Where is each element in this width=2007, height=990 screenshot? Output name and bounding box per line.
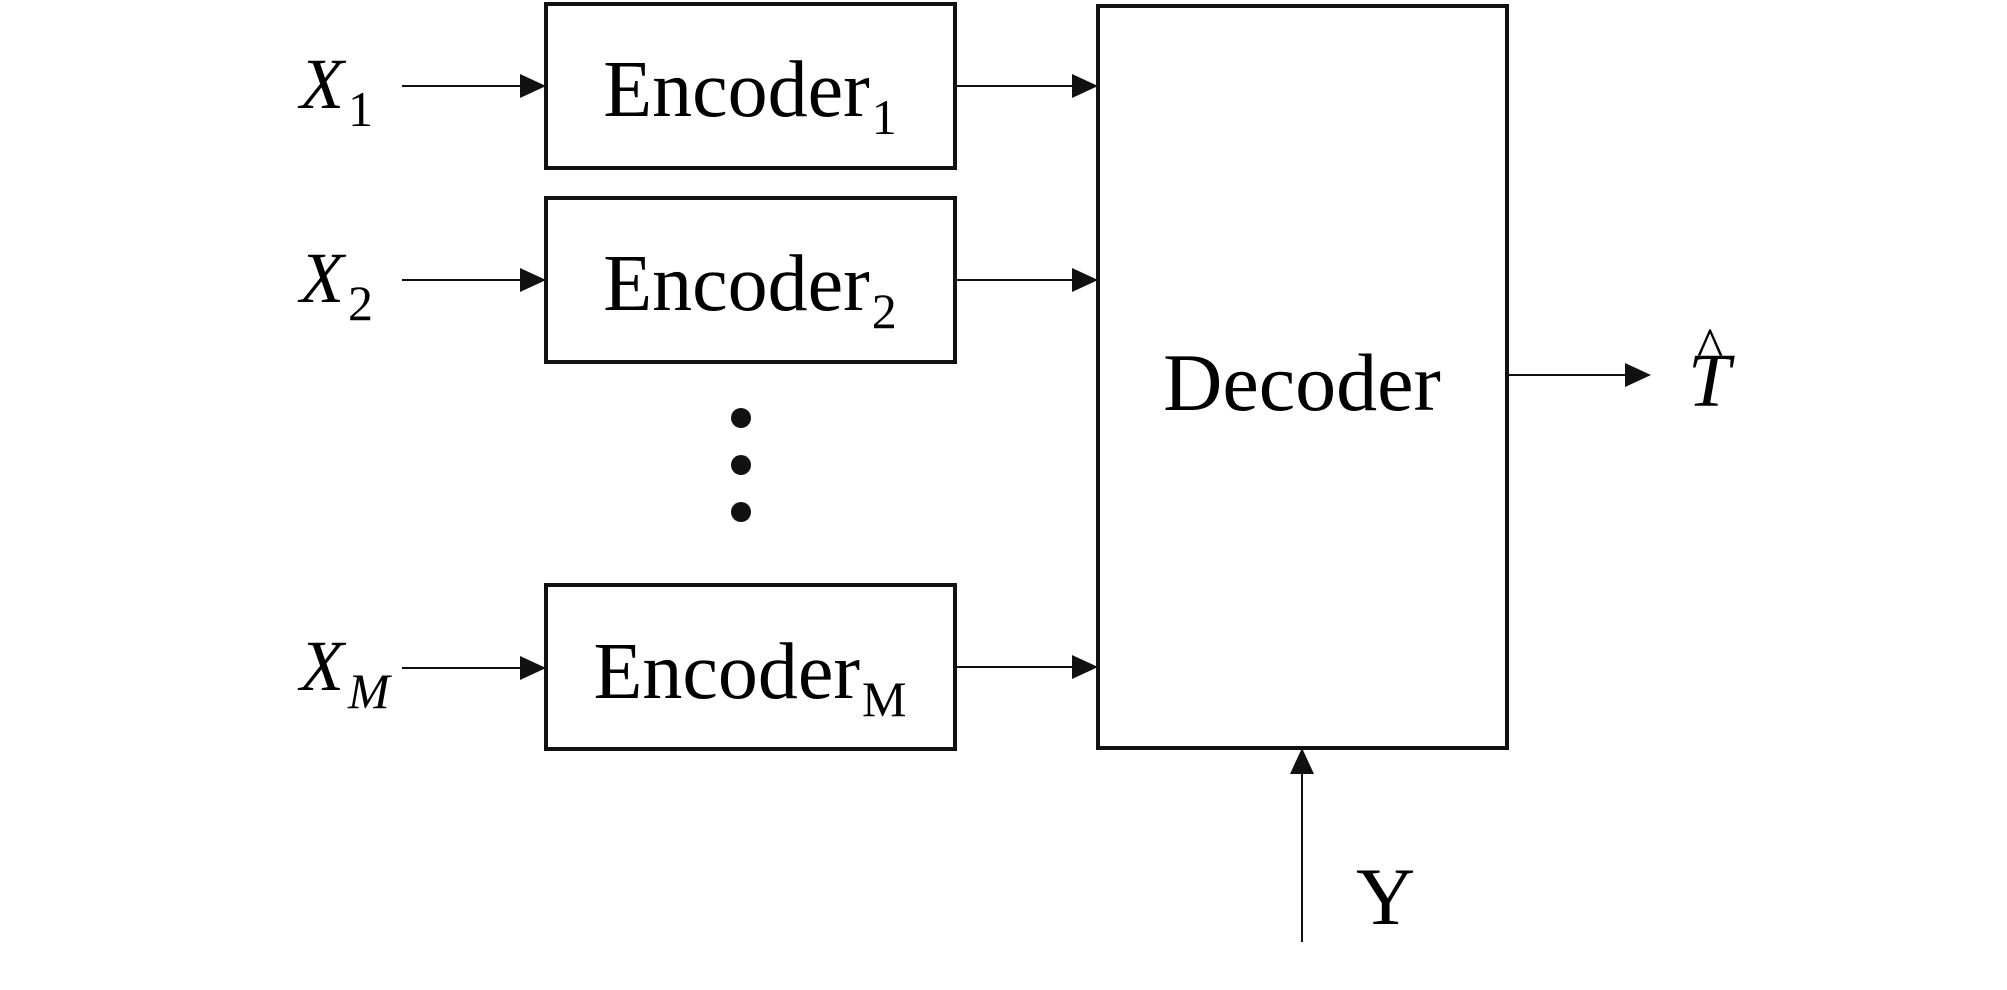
- encoder-label-2: Encoder2: [603, 240, 897, 339]
- arrowhead-encoder2: [1072, 268, 1098, 292]
- output-label-t-hat: T: [1688, 339, 1735, 423]
- encoder-label-m: EncoderM: [594, 628, 907, 727]
- input-label-xm: XM: [297, 626, 392, 719]
- encoder-box-m: [544, 583, 957, 751]
- encoder-box-2: [544, 196, 957, 364]
- encoder-box-1: [544, 2, 957, 170]
- arrowhead-x1: [520, 74, 546, 98]
- input-label-x2: X2: [297, 238, 373, 331]
- arrowhead-xm: [520, 656, 546, 680]
- side-info-label-y: Y: [1356, 851, 1415, 942]
- arrowhead-encoderm: [1072, 655, 1098, 679]
- ellipsis-dot: [731, 408, 751, 428]
- decoder-box: [1096, 4, 1509, 750]
- encoder-label-1: Encoder1: [603, 46, 897, 145]
- ellipsis-dot: [731, 455, 751, 475]
- vertical-ellipsis: [731, 408, 751, 522]
- arrowhead-encoder1: [1072, 74, 1098, 98]
- arrowhead-output: [1625, 363, 1651, 387]
- input-label-x1: X1: [297, 44, 373, 137]
- ellipsis-dot: [731, 502, 751, 522]
- output-hat-accent: ^: [1697, 317, 1723, 379]
- decoder-label: Decoder: [1163, 337, 1441, 428]
- arrowhead-x2: [520, 268, 546, 292]
- arrowhead-y: [1290, 748, 1314, 774]
